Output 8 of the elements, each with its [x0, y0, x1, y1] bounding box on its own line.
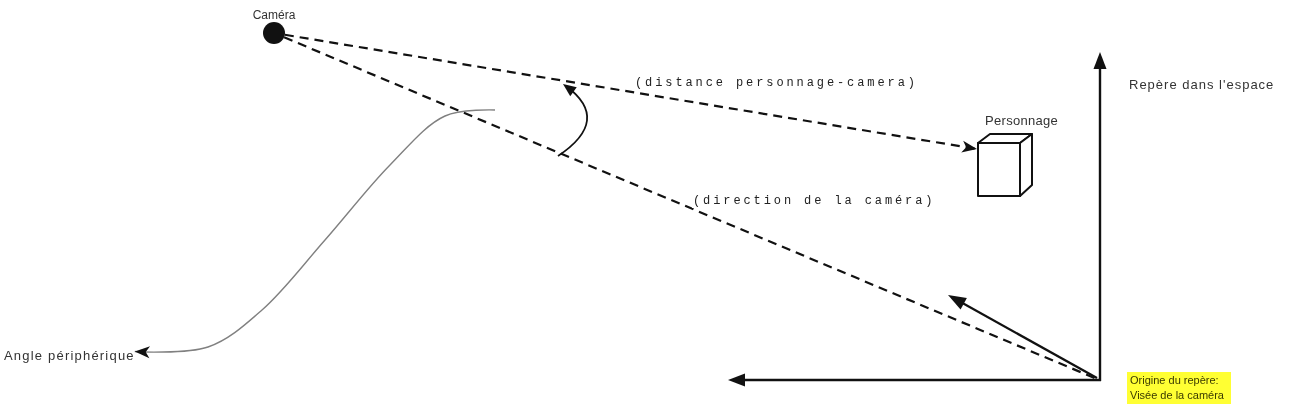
dashed-line — [283, 36, 1098, 380]
dashed-arrow — [284, 33, 978, 153]
highlighted-note: Origine du repère: Visée de la caméra — [1127, 372, 1231, 404]
axis-label: Repère dans l'espace — [1129, 77, 1275, 93]
node-label: Personnage — [984, 113, 1059, 129]
callout-text: Angle périphérique — [4, 347, 135, 364]
node-label: Caméra — [251, 8, 297, 22]
leader-line — [134, 109, 496, 359]
